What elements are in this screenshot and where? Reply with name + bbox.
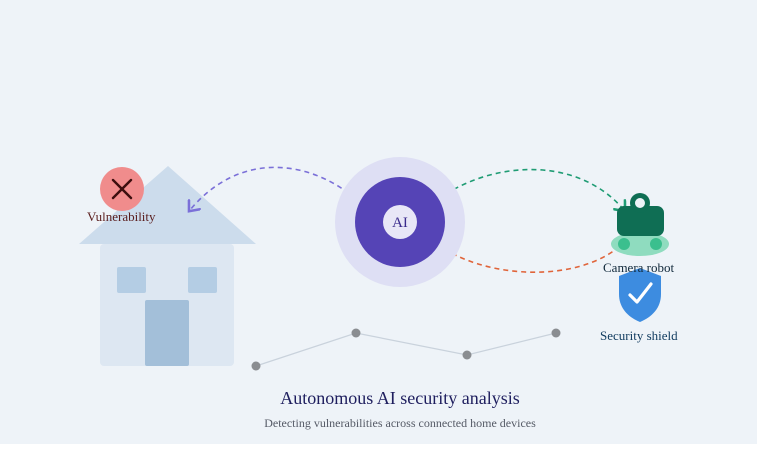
ai-center (383, 205, 417, 239)
shield-check-icon[interactable] (619, 268, 661, 322)
house-window-right (188, 267, 217, 293)
network-node (462, 350, 472, 360)
vulnerability-badge[interactable] (100, 167, 144, 211)
diagram-graphics (79, 157, 669, 371)
network-node (351, 328, 361, 338)
robot-wheel-left (618, 238, 630, 250)
close-icon (111, 178, 133, 200)
house-window-left (117, 267, 146, 293)
house-icon (79, 166, 256, 366)
diagram-canvas: AI Vulnerability Camera robot Security s… (0, 0, 757, 444)
arrow-ai-to-camera (445, 168, 624, 210)
diagram-subtitle: Detecting vulnerabilities across connect… (264, 416, 536, 430)
camera-robot-icon[interactable] (611, 193, 669, 256)
house-door (145, 300, 189, 366)
network-node (251, 361, 261, 371)
network-node (551, 328, 561, 338)
vulnerability-label: Vulnerability (87, 209, 156, 224)
arrow-camera-to-ai (446, 239, 627, 273)
arrow-ai-to-vulnerability (190, 166, 357, 210)
robot-wheel-right (650, 238, 662, 250)
ai-label: AI (392, 215, 408, 231)
robot-base (611, 232, 669, 256)
robot-camera-lens-inner (635, 198, 645, 208)
security-shield-label: Security shield (600, 328, 678, 343)
robot-body (617, 206, 664, 236)
diagram-title: Autonomous AI security analysis (280, 388, 520, 408)
camera-robot-label: Camera robot (603, 260, 675, 275)
house-roof (79, 166, 256, 244)
network-line (251, 328, 561, 371)
ai-core-icon[interactable] (335, 157, 465, 287)
